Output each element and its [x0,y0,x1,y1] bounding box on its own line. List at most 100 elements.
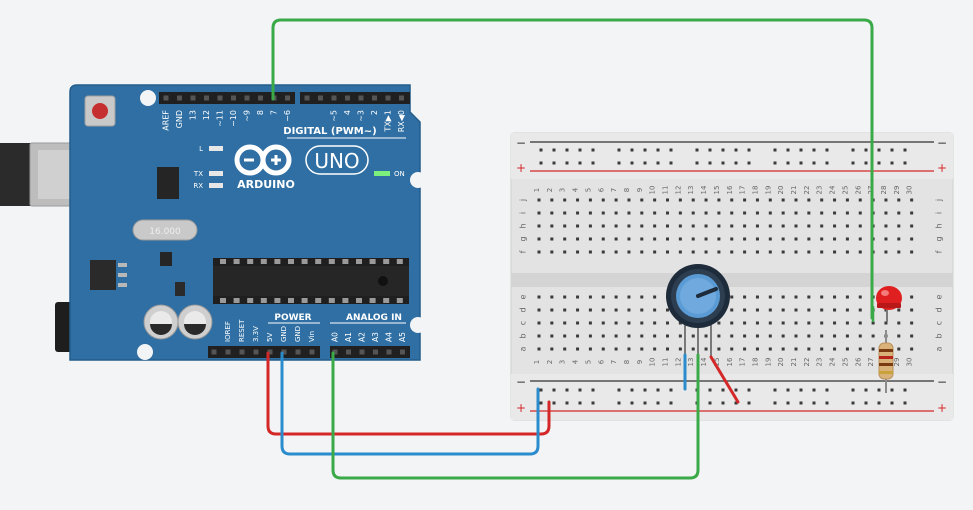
breadboard-hole[interactable] [897,321,901,325]
breadboard-hole[interactable] [768,237,772,241]
breadboard-hole[interactable] [858,308,862,312]
rail-hole[interactable] [539,401,543,405]
breadboard-hole[interactable] [833,295,837,299]
breadboard-hole[interactable] [794,295,798,299]
breadboard-hole[interactable] [537,347,541,351]
breadboard-hole[interactable] [717,347,721,351]
rail-hole[interactable] [669,161,673,165]
breadboard-hole[interactable] [588,211,592,215]
breadboard-hole[interactable] [794,211,798,215]
header-pin[interactable] [400,349,405,355]
breadboard-hole[interactable] [781,308,785,312]
breadboard-hole[interactable] [743,347,747,351]
breadboard-hole[interactable] [833,237,837,241]
header-pin[interactable] [346,349,351,355]
breadboard-hole[interactable] [640,334,644,338]
breadboard-hole[interactable] [666,321,669,325]
breadboard-hole[interactable] [550,347,554,351]
header-pin[interactable] [211,349,217,355]
breadboard-hole[interactable] [845,321,849,325]
breadboard-hole[interactable] [653,308,657,312]
breadboard-hole[interactable] [730,198,734,202]
rail-hole[interactable] [708,148,712,152]
breadboard-hole[interactable] [807,295,811,299]
breadboard-hole[interactable] [601,224,605,228]
breadboard-hole[interactable] [884,237,888,241]
rail-hole[interactable] [851,401,855,405]
rail-hole[interactable] [825,148,829,152]
breadboard-hole[interactable] [781,250,785,254]
breadboard-hole[interactable] [833,198,837,202]
rail-hole[interactable] [669,388,673,392]
breadboard-hole[interactable] [601,237,605,241]
rail-hole[interactable] [773,401,777,405]
breadboard-hole[interactable] [897,224,901,228]
rail-hole[interactable] [786,388,790,392]
breadboard-hole[interactable] [755,308,759,312]
rail-hole[interactable] [825,401,829,405]
breadboard-hole[interactable] [755,334,759,338]
breadboard-hole[interactable] [845,347,849,351]
breadboard-hole[interactable] [768,211,772,215]
breadboard-hole[interactable] [588,295,592,299]
rail-hole[interactable] [617,401,621,405]
rail-hole[interactable] [773,388,777,392]
rail-hole[interactable] [578,148,582,152]
rail-hole[interactable] [747,161,751,165]
rail-hole[interactable] [799,161,803,165]
rail-hole[interactable] [552,161,556,165]
breadboard-hole[interactable] [897,334,901,338]
rail-hole[interactable] [591,148,595,152]
breadboard-hole[interactable] [678,250,682,254]
breadboard-hole[interactable] [550,321,554,325]
breadboard[interactable]: − + − + − + − + 112233445566778899101011… [510,132,954,421]
header-pin[interactable] [358,95,364,101]
breadboard-hole[interactable] [755,198,759,202]
breadboard-hole[interactable] [666,334,669,338]
rail-hole[interactable] [799,148,803,152]
breadboard-hole[interactable] [640,308,644,312]
rail-hole[interactable] [747,401,751,405]
rail-hole[interactable] [851,388,855,392]
breadboard-hole[interactable] [691,224,695,228]
breadboard-hole[interactable] [704,224,708,228]
breadboard-hole[interactable] [704,211,708,215]
rail-hole[interactable] [721,148,725,152]
rail-hole[interactable] [565,161,569,165]
breadboard-hole[interactable] [576,321,580,325]
breadboard-hole[interactable] [563,308,567,312]
reset-button-cap[interactable] [92,103,108,119]
breadboard-hole[interactable] [781,224,785,228]
breadboard-hole[interactable] [858,224,862,228]
rail-hole[interactable] [708,388,712,392]
breadboard-hole[interactable] [614,198,618,202]
breadboard-hole[interactable] [691,334,695,338]
breadboard-hole[interactable] [768,250,772,254]
breadboard-hole[interactable] [858,347,862,351]
breadboard-hole[interactable] [614,224,618,228]
arduino-uno-board[interactable]: 16.000 ARDUINO UNO L TX RX ON [0,84,426,361]
rail-hole[interactable] [617,148,621,152]
rail-hole[interactable] [734,388,738,392]
breadboard-hole[interactable] [871,321,875,325]
rail-hole[interactable] [565,148,569,152]
breadboard-hole[interactable] [563,198,567,202]
breadboard-hole[interactable] [768,198,772,202]
header-pin[interactable] [386,349,392,355]
breadboard-hole[interactable] [858,250,862,254]
breadboard-hole[interactable] [743,211,747,215]
breadboard-hole[interactable] [576,295,580,299]
breadboard-hole[interactable] [807,211,811,215]
breadboard-hole[interactable] [845,211,849,215]
header-pin[interactable] [258,95,263,101]
rail-hole[interactable] [864,401,868,405]
breadboard-hole[interactable] [627,224,631,228]
wire-5v-to-rail[interactable] [266,351,551,436]
rail-hole[interactable] [708,161,712,165]
header-pin[interactable] [304,95,310,101]
rail-hole[interactable] [630,401,634,405]
rail-hole[interactable] [890,148,894,152]
breadboard-hole[interactable] [588,250,592,254]
breadboard-hole[interactable] [601,250,605,254]
breadboard-hole[interactable] [794,321,798,325]
